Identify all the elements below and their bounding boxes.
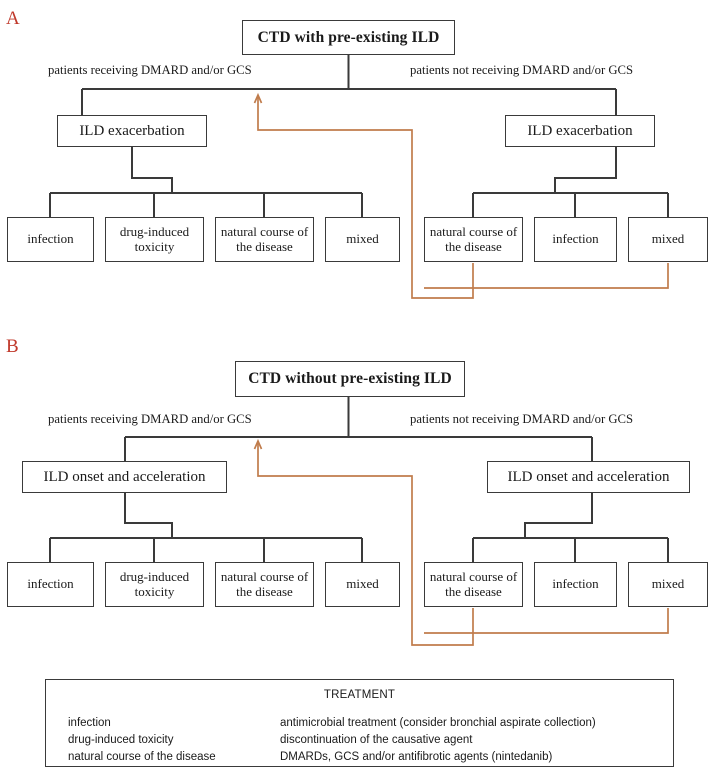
wire-b-feedback-mixed	[424, 608, 669, 634]
wire-a-feedback-natural	[257, 97, 474, 299]
treatment-cause: infection	[68, 717, 111, 729]
node-a-left-leaf-1: infection	[7, 217, 94, 262]
treatment-cause: drug-induced toxicity	[68, 734, 174, 747]
arrowhead-b-icon	[253, 438, 263, 450]
panel-letter-a: A	[6, 8, 20, 29]
node-b-left-leaf-1: infection	[7, 562, 94, 607]
node-a-right-mid: ILD exacerbation	[505, 115, 655, 147]
node-a-left-leaf-2: drug-induced toxicity	[105, 217, 204, 262]
wire-b-right-elbow	[524, 493, 593, 538]
arrowhead-a-icon	[253, 92, 263, 104]
wire-a-right-elbow	[554, 147, 617, 193]
treatment-therapy: DMARDs, GCS and/or antifibrotic agents (…	[280, 751, 553, 764]
treatment-cause: natural course of the disease	[68, 751, 216, 764]
node-b-right-leaf-3: mixed	[628, 562, 708, 607]
node-b-title: CTD without pre-existing ILD	[235, 361, 465, 397]
edge-label-b-right: patients not receiving DMARD and/or GCS	[410, 412, 634, 426]
wire-a-left-elbow	[131, 147, 173, 193]
node-b-right-mid: ILD onset and acceleration	[487, 461, 690, 493]
treatment-row: drug-induced toxicity discontinuation of…	[68, 732, 673, 749]
node-b-left-mid: ILD onset and acceleration	[22, 461, 227, 493]
edge-label-b-left: patients receiving DMARD and/or GCS	[48, 412, 252, 426]
treatment-title: TREATMENT	[323, 689, 396, 701]
node-a-title: CTD with pre-existing ILD	[242, 20, 455, 55]
node-a-right-leaf-1: natural course of the disease	[424, 217, 523, 262]
edge-label-a-right: patients not receiving DMARD and/or GCS	[410, 63, 634, 77]
treatment-row: infection antimicrobial treatment (consi…	[68, 715, 673, 732]
node-b-left-leaf-2: drug-induced toxicity	[105, 562, 204, 607]
node-a-left-mid: ILD exacerbation	[57, 115, 207, 147]
node-a-right-leaf-2: infection	[534, 217, 617, 262]
wire-b-left-elbow	[124, 493, 173, 538]
node-a-left-leaf-3: natural course of the disease	[215, 217, 314, 262]
wire-a-feedback-mixed	[424, 263, 669, 289]
edge-label-a-left: patients receiving DMARD and/or GCS	[48, 63, 252, 77]
node-a-right-leaf-3: mixed	[628, 217, 708, 262]
treatment-therapy: antimicrobial treatment (consider bronch…	[280, 717, 596, 729]
panel-letter-b: B	[6, 336, 19, 357]
node-b-left-leaf-4: mixed	[325, 562, 400, 607]
node-b-right-leaf-1: natural course of the disease	[424, 562, 523, 607]
node-b-right-leaf-2: infection	[534, 562, 617, 607]
wire-b-feedback-natural	[257, 443, 474, 646]
treatment-row: natural course of the disease DMARDs, GC…	[68, 749, 673, 766]
treatment-therapy: discontinuation of the causative agent	[280, 734, 473, 747]
node-a-left-leaf-4: mixed	[325, 217, 400, 262]
treatment-box: TREATMENT infection antimicrobial treatm…	[45, 679, 674, 767]
treatment-rows: infection antimicrobial treatment (consi…	[46, 715, 673, 766]
node-b-left-leaf-3: natural course of the disease	[215, 562, 314, 607]
